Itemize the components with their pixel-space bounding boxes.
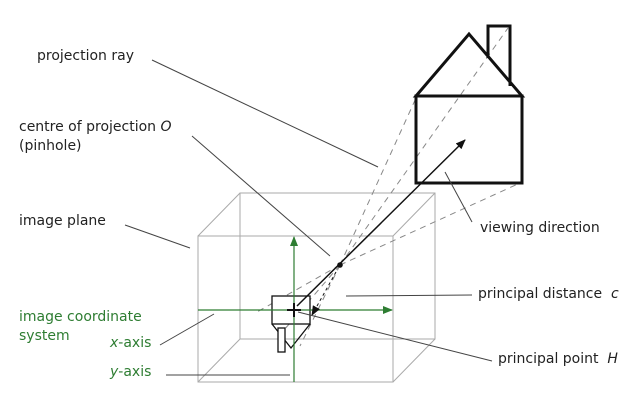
x-axis-text: -axis <box>118 335 152 351</box>
image-plane-label: image plane <box>19 213 106 229</box>
principal-point-text: principal point <box>498 351 599 367</box>
centre-of-projection-symbol: O <box>160 119 172 135</box>
centre-of-projection-point <box>337 262 343 268</box>
x-axis-symbol: x <box>110 335 119 351</box>
principal-point-symbol: H <box>607 351 618 367</box>
viewing-direction-arrow <box>296 139 466 307</box>
leader-principal-distance <box>345 294 473 297</box>
house-chimney <box>486 24 512 86</box>
leader-lines <box>124 59 493 376</box>
projected-house-chimney <box>277 327 286 353</box>
house-object <box>412 24 526 185</box>
centre-of-projection-text: centre of projection <box>19 119 161 135</box>
y-axis-symbol: y <box>110 364 119 380</box>
projection-ray-line <box>339 97 417 266</box>
viewing-direction-label: viewing direction <box>480 220 600 236</box>
principal-point-marker <box>287 303 301 317</box>
principal-distance-symbol: c <box>611 286 619 302</box>
house-body <box>414 94 524 185</box>
principal-distance-label: principal distance c <box>478 286 619 303</box>
principal-distance-text: principal distance <box>478 286 603 302</box>
box-back-face <box>239 192 436 340</box>
projection-ray-line <box>339 27 509 266</box>
x-axis-label: x-axis <box>110 335 151 352</box>
principal-point-label: principal point H <box>498 351 618 368</box>
leader-x-axis <box>159 313 215 346</box>
box-edge <box>197 338 241 383</box>
projection-ray-line <box>256 264 341 313</box>
principal-distance-arrow <box>311 271 337 316</box>
pinhole-label: (pinhole) <box>19 138 82 154</box>
image-coordinate-system-label-line1: image coordinate <box>19 309 142 325</box>
box-edge <box>197 192 241 237</box>
image-coordinate-system-label-line2: system <box>19 328 70 344</box>
centre-of-projection-label: centre of projection O <box>19 119 172 136</box>
leader-viewing-direction <box>444 171 473 223</box>
projection-rays <box>256 27 521 347</box>
projection-ray-line <box>299 264 341 347</box>
projected-image-house <box>271 295 311 353</box>
box-edge <box>392 192 436 237</box>
y-axis-text: -axis <box>118 364 152 380</box>
leader-image-plane <box>124 224 191 249</box>
house-roof <box>412 31 526 98</box>
y-axis-label: y-axis <box>110 364 151 381</box>
leader-projection-ray <box>151 59 379 168</box>
projection-ray-label: projection ray <box>37 48 134 64</box>
leader-principal-point <box>297 311 493 362</box>
leader-centre-of-projection <box>191 135 331 257</box>
box-edge <box>392 338 436 383</box>
